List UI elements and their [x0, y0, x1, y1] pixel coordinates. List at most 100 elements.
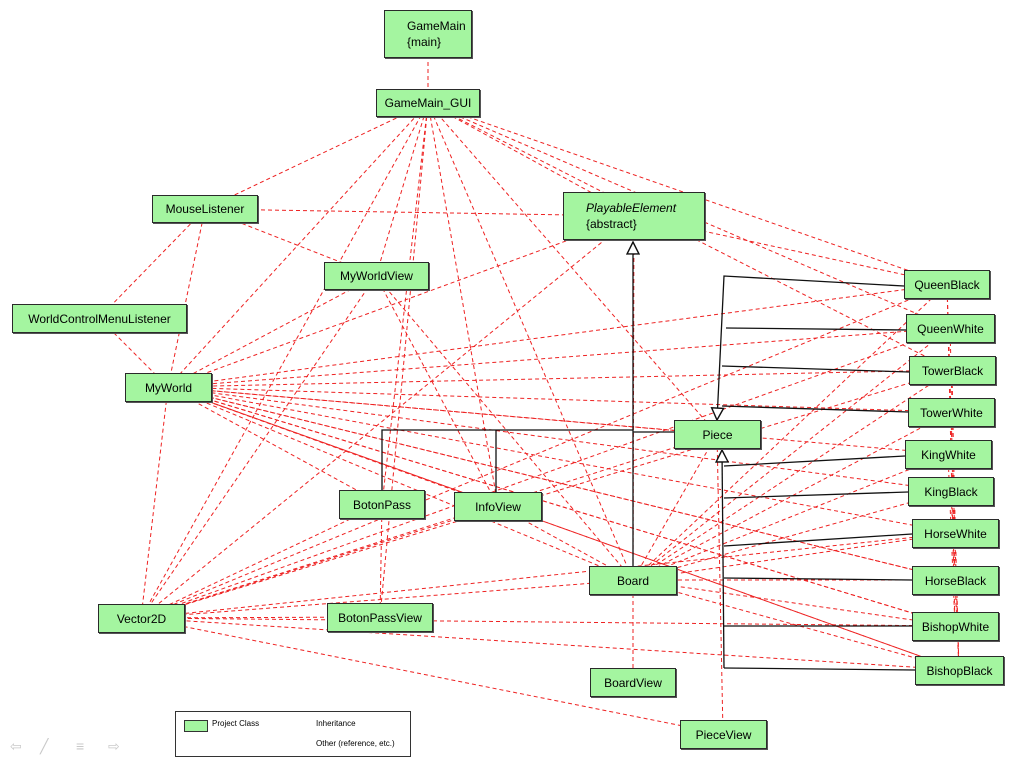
class-playable-element[interactable]: PlayableElement {abstract}: [563, 192, 705, 240]
reference-edge: [633, 215, 947, 284]
class-name: Board: [616, 573, 650, 588]
inheritance-edge: [723, 455, 906, 467]
class-name: WorldControlMenuListener: [28, 311, 171, 326]
class-bishop-white[interactable]: BishopWhite: [912, 612, 999, 641]
class-vector2d[interactable]: Vector2D: [98, 604, 185, 633]
class-piece-view[interactable]: PieceView: [680, 720, 767, 749]
class-boton-pass[interactable]: BotonPass: [339, 490, 425, 519]
reference-edge: [633, 580, 956, 627]
inheritance-edge: [721, 405, 909, 413]
reference-edge: [141, 433, 718, 618]
class-game-main-gui[interactable]: GameMain_GUI: [376, 89, 480, 117]
reference-edge: [633, 327, 951, 580]
reference-edge: [168, 327, 951, 387]
reference-edges: [99, 34, 959, 734]
reference-edge: [167, 386, 955, 626]
reference-edge: [427, 102, 950, 328]
legend: Project Class Inheritance Other (referen…: [175, 711, 411, 757]
class-king-black[interactable]: KingBlack: [908, 477, 994, 506]
class-game-main[interactable]: GameMain {main}: [384, 10, 472, 58]
reference-edge: [141, 327, 951, 618]
inheritance-edge: [381, 429, 633, 490]
class-name: BishopWhite: [921, 619, 990, 634]
reference-edge: [375, 275, 498, 506]
inheritance-edge: [723, 577, 913, 581]
reference-edge: [427, 102, 633, 580]
reference-edge: [141, 532, 956, 618]
reference-edge: [141, 283, 948, 618]
class-stereotype: {abstract}: [586, 217, 637, 231]
reference-edge: [633, 453, 949, 580]
class-board[interactable]: Board: [589, 566, 677, 595]
pen-icon[interactable]: ╱: [40, 738, 49, 754]
menu-icon[interactable]: ≡: [76, 738, 85, 754]
class-tower-white[interactable]: TowerWhite: [908, 398, 995, 427]
class-name: MyWorldView: [340, 269, 413, 283]
reference-edge: [633, 580, 960, 671]
inheritance-edge: [721, 365, 910, 373]
reference-edge: [141, 618, 960, 671]
class-name: QueenWhite: [917, 321, 984, 336]
legend-project-class-swatch: [184, 720, 208, 732]
inheritance-edge: [723, 491, 909, 499]
class-name: MouseListener: [165, 202, 245, 216]
class-tower-black[interactable]: TowerBlack: [909, 356, 996, 385]
class-board-view[interactable]: BoardView: [590, 668, 676, 697]
class-name: GameMain_GUI: [384, 96, 472, 110]
reference-edge: [633, 369, 953, 580]
class-queen-black[interactable]: QueenBlack: [904, 270, 990, 299]
class-name: TowerBlack: [921, 363, 984, 378]
class-name: BishopBlack: [926, 663, 993, 678]
reference-edge: [204, 208, 634, 216]
class-bishop-black[interactable]: BishopBlack: [915, 656, 1004, 685]
reference-edge: [168, 275, 377, 387]
class-piece[interactable]: Piece: [674, 420, 761, 449]
reference-edge: [168, 283, 948, 387]
class-my-world-view[interactable]: MyWorldView: [324, 262, 429, 290]
reference-edge: [141, 369, 953, 618]
reference-edge: [168, 209, 205, 387]
class-mouse-listener[interactable]: MouseListener: [152, 195, 258, 223]
reference-edge: [168, 102, 429, 387]
class-my-world[interactable]: MyWorld: [125, 373, 212, 402]
legend-other-label: Other (reference, etc.): [316, 739, 395, 748]
class-name: HorseWhite: [924, 526, 987, 541]
inheritance-edges: [381, 242, 916, 671]
reference-edge: [141, 275, 377, 618]
reference-edge: [427, 102, 498, 506]
reference-edge: [167, 386, 382, 504]
class-name: Vector2D: [116, 611, 167, 626]
class-world-control-menu-listener[interactable]: WorldControlMenuListener: [12, 304, 187, 333]
class-name: QueenBlack: [914, 277, 980, 292]
inheritance-edge: [723, 533, 913, 547]
class-name: KingWhite: [921, 447, 976, 462]
reference-edge: [633, 411, 952, 580]
reference-edge: [205, 102, 429, 209]
class-name: KingBlack: [924, 484, 978, 499]
reference-edge: [382, 102, 429, 504]
arrow-left-icon[interactable]: ⇦: [10, 738, 22, 754]
class-name: MyWorld: [144, 380, 193, 395]
reference-edge: [141, 505, 499, 618]
legend-inheritance-label: Inheritance: [316, 719, 356, 728]
class-horse-black[interactable]: HorseBlack: [912, 566, 999, 595]
class-king-white[interactable]: KingWhite: [905, 440, 992, 469]
arrow-right-icon[interactable]: ⇨: [108, 738, 120, 754]
reference-edge: [380, 102, 429, 617]
reference-edge: [427, 102, 717, 434]
reference-edge: [633, 433, 718, 580]
class-name: TowerWhite: [920, 405, 983, 420]
reference-edge: [633, 490, 952, 580]
reference-edge: [375, 275, 633, 580]
reference-edge: [99, 208, 206, 318]
reference-edge: [141, 215, 635, 618]
class-horse-white[interactable]: HorseWhite: [912, 519, 999, 548]
inheritance-edge: [725, 327, 907, 331]
class-boton-pass-view[interactable]: BotonPassView: [327, 603, 433, 632]
reference-edge: [141, 102, 429, 618]
reference-edge: [380, 504, 382, 617]
class-name: BotonPassView: [338, 610, 422, 625]
class-name: InfoView: [475, 499, 521, 514]
class-info-view[interactable]: InfoView: [454, 492, 542, 521]
class-queen-white[interactable]: QueenWhite: [906, 314, 995, 343]
